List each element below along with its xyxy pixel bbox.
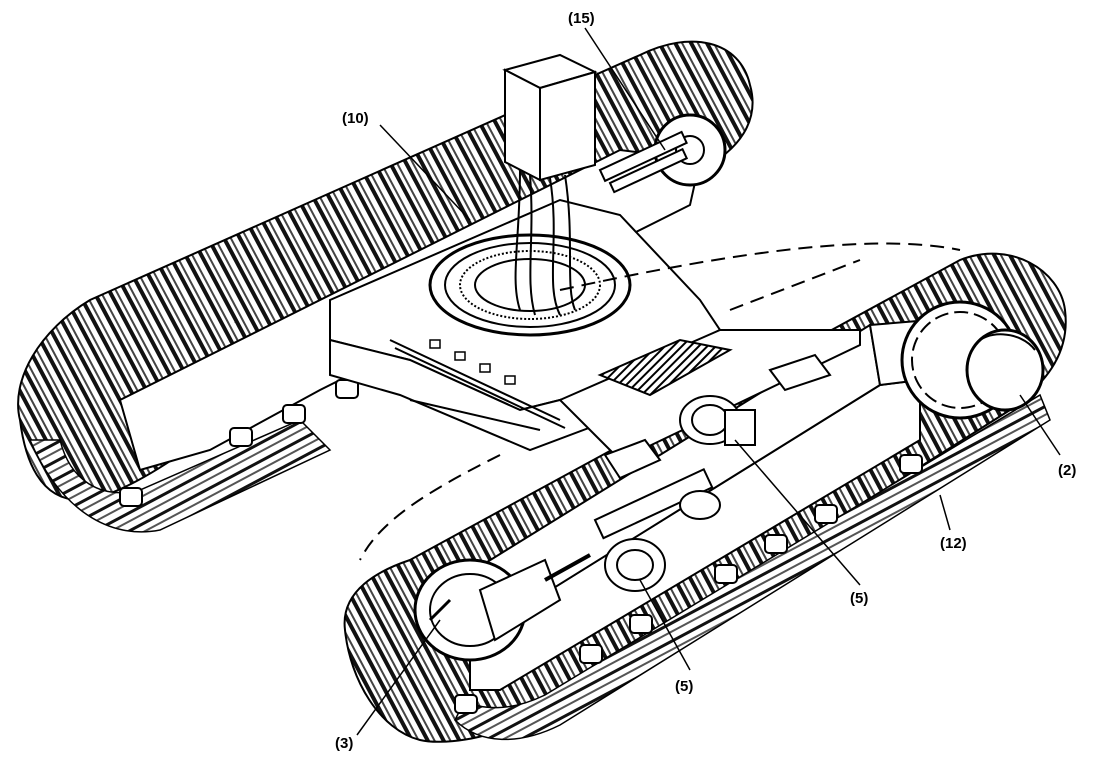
- leader-lines: [356, 27, 1061, 736]
- callout-5-upper: (5): [850, 590, 869, 607]
- hidden-outline: [359, 242, 961, 561]
- carrier-roller-upper: [679, 395, 756, 446]
- callout-12: (12): [940, 535, 967, 552]
- callout-10: (10): [342, 110, 369, 127]
- right-rollers: [454, 454, 923, 714]
- left-track-lower-shoes: [28, 419, 332, 533]
- callout-15: (15): [568, 10, 595, 27]
- right-track-lower-shoes: [454, 393, 1051, 741]
- final-drive: [900, 300, 1045, 420]
- idler-yoke: [478, 558, 562, 642]
- callout-5-lower: (5): [675, 678, 694, 695]
- left-tension-cylinder: [598, 130, 688, 183]
- left-rollers: [119, 379, 359, 507]
- callout-2: (2): [1058, 462, 1077, 479]
- carrier-roller-lower: [593, 467, 721, 592]
- callout-3: (3): [335, 735, 354, 752]
- center-swivel: [502, 53, 598, 316]
